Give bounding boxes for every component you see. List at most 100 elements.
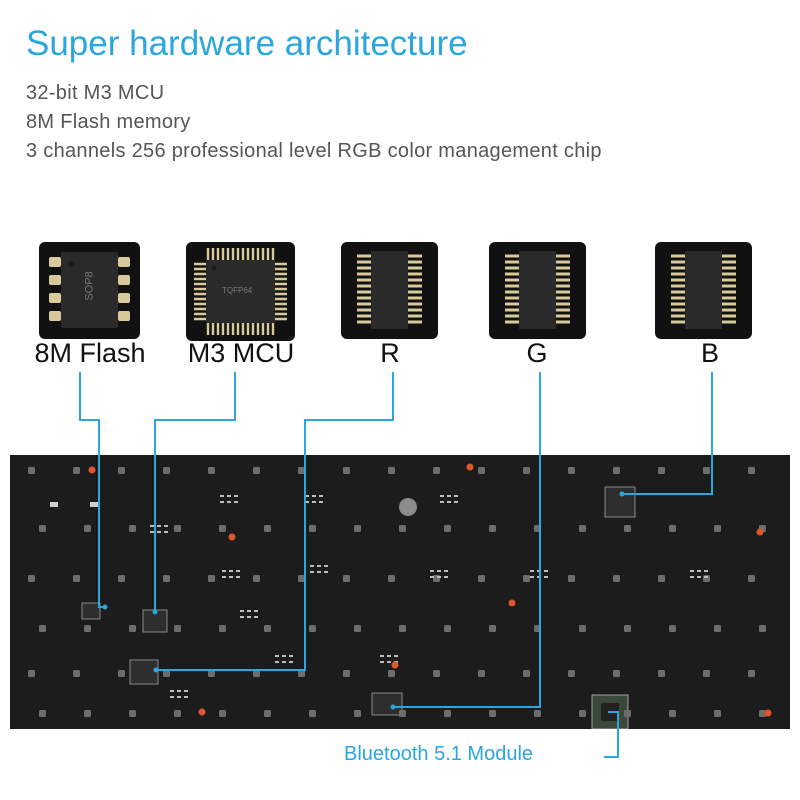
- flash-connector: [79, 372, 105, 608]
- smd-component: [289, 655, 293, 657]
- led-pad: [198, 708, 206, 716]
- switch-pad: [579, 525, 586, 532]
- chip-footprint-b: [604, 486, 636, 518]
- smd-component: [310, 565, 314, 567]
- smd-component: [704, 576, 708, 578]
- bluetooth-module-label: Bluetooth 5.1 Module: [344, 743, 534, 765]
- smd-component: [690, 570, 694, 572]
- smd-component: [437, 570, 441, 572]
- smd-component: [240, 616, 244, 618]
- smd-component: [150, 531, 154, 533]
- switch-pad: [388, 467, 395, 474]
- smd-component: [697, 576, 701, 578]
- switch-pad: [253, 670, 260, 677]
- led-pad: [508, 599, 516, 607]
- smd-component: [229, 570, 233, 572]
- switch-pad: [253, 575, 260, 582]
- switch-pad: [39, 525, 46, 532]
- switch-pad: [174, 625, 181, 632]
- switch-pad: [669, 625, 676, 632]
- sop-chip-icon: [671, 251, 736, 329]
- smd-component: [310, 571, 314, 573]
- chip-footprint-r: [129, 659, 159, 685]
- flash-chip-image: SOP8: [39, 242, 140, 339]
- switch-pad: [624, 710, 631, 717]
- smd-component: [317, 571, 321, 573]
- switch-pad: [658, 467, 665, 474]
- switch-pad: [399, 525, 406, 532]
- switch-pad: [534, 710, 541, 717]
- switch-pad: [73, 467, 80, 474]
- smd-component: [282, 661, 286, 663]
- smd-component: [394, 655, 398, 657]
- bluetooth-connector: [604, 711, 619, 758]
- smd-component: [157, 525, 161, 527]
- smd-component: [177, 696, 181, 698]
- switch-pad: [174, 525, 181, 532]
- switch-pad: [613, 575, 620, 582]
- switch-pad: [28, 467, 35, 474]
- switch-pad: [568, 467, 575, 474]
- switch-pad: [489, 625, 496, 632]
- sop-chip-icon: [357, 251, 422, 329]
- chip-label-flash: 8M Flash: [34, 338, 146, 368]
- switch-pad: [388, 575, 395, 582]
- smd-component: [229, 576, 233, 578]
- sop-chip-icon: [505, 251, 570, 329]
- switch-pad: [759, 625, 766, 632]
- smd-component: [236, 576, 240, 578]
- smd-component: [282, 655, 286, 657]
- switch-pad: [129, 525, 136, 532]
- switch-pad: [444, 710, 451, 717]
- switch-pad: [73, 575, 80, 582]
- switch-pad: [624, 525, 631, 532]
- chip-label-g: G: [526, 338, 548, 368]
- chip-label-mcu: M3 MCU: [187, 338, 295, 368]
- smd-component: [170, 690, 174, 692]
- switch-pad: [354, 525, 361, 532]
- chip-footprint-flash: [81, 602, 101, 620]
- smd-component: [447, 495, 451, 497]
- smd-component: [227, 501, 231, 503]
- switch-pad: [163, 467, 170, 474]
- smd-component: [170, 696, 174, 698]
- smd-component: [430, 576, 434, 578]
- switch-pad: [613, 670, 620, 677]
- switch-pad: [568, 670, 575, 677]
- smd-component: [312, 495, 316, 497]
- switch-pad: [354, 625, 361, 632]
- chip-label-r: R: [380, 338, 400, 368]
- switch-pad: [489, 710, 496, 717]
- smd-component: [247, 610, 251, 612]
- mcu-connector: [154, 372, 236, 612]
- switch-pad: [298, 670, 305, 677]
- switch-pad: [163, 670, 170, 677]
- switch-pad: [129, 625, 136, 632]
- smd-component: [220, 495, 224, 497]
- switch-pad: [219, 710, 226, 717]
- g-connector: [393, 372, 541, 708]
- smd-component: [387, 655, 391, 657]
- switch-pad: [208, 670, 215, 677]
- smd-component: [690, 576, 694, 578]
- switch-pad: [444, 525, 451, 532]
- mounting-hole: [399, 498, 417, 516]
- led-indicators: [50, 502, 98, 507]
- b-channel-chip-image: [655, 242, 752, 339]
- tqfp-chip-icon: [194, 248, 287, 335]
- switch-pad: [174, 710, 181, 717]
- switch-pad: [343, 467, 350, 474]
- switch-pad: [478, 467, 485, 474]
- switch-pad: [39, 625, 46, 632]
- r-connector: [156, 372, 394, 671]
- switch-pad: [118, 575, 125, 582]
- switch-pad: [748, 670, 755, 677]
- smd-component: [387, 661, 391, 663]
- smd-component: [227, 495, 231, 497]
- switch-pad: [208, 467, 215, 474]
- switch-pad: [163, 575, 170, 582]
- smd-component: [157, 531, 161, 533]
- smd-component: [177, 690, 181, 692]
- switch-pad: [658, 670, 665, 677]
